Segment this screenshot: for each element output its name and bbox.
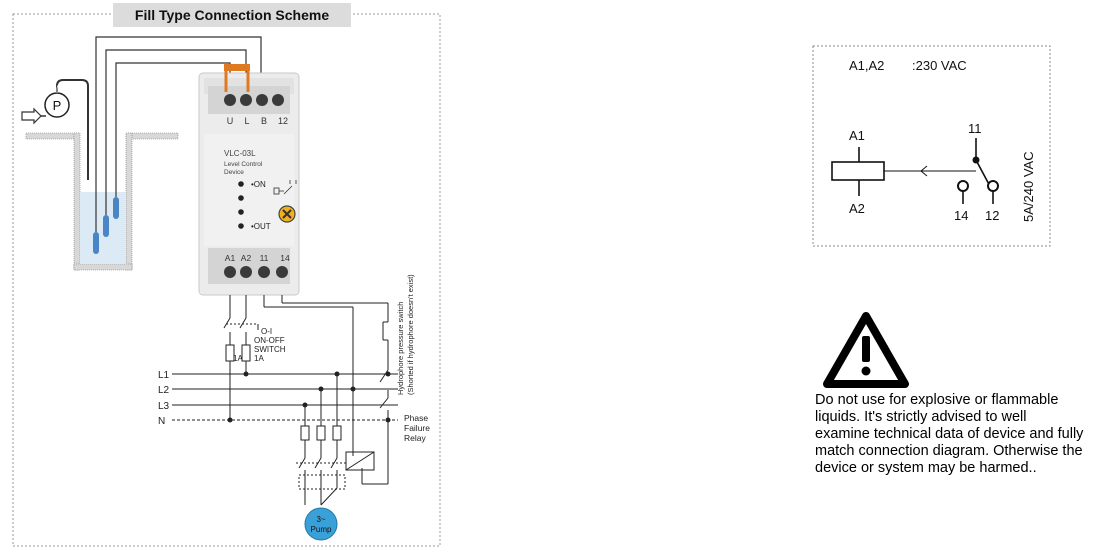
device-name-line1: Level Control [224, 161, 263, 168]
level-control-device [198, 64, 300, 296]
svg-text:3~: 3~ [316, 515, 325, 524]
device-wiring [223, 295, 389, 485]
warning-text: Do not use for explosive or flammable li… [815, 392, 1084, 476]
out-led-label: •OUT [251, 222, 271, 231]
water-tank [25, 132, 179, 271]
svg-text:A2: A2 [241, 253, 252, 263]
svg-text:SWITCH: SWITCH [254, 345, 286, 354]
svg-text:U: U [227, 116, 234, 126]
contact-diagram-frame [812, 45, 1051, 247]
terminal-jumper [224, 64, 250, 71]
phase-relay-label-line1: Phase [404, 413, 428, 423]
svg-text:1A: 1A [254, 354, 264, 363]
svg-text:O-I: O-I [261, 327, 272, 336]
svg-text:ON-OFF: ON-OFF [254, 336, 285, 345]
switch-labels: O-I ON-OFF SWITCH 1A [254, 327, 286, 363]
level-probes [93, 197, 119, 254]
contact-12-label: 12 [985, 208, 999, 223]
coil-a1-label: A1 [849, 128, 865, 143]
device-model: VLC-03L [224, 149, 256, 158]
svg-text:11: 11 [260, 253, 269, 263]
svg-text:Pump: Pump [311, 525, 332, 534]
top-terminal-screws [224, 94, 284, 106]
contact-14-label: 14 [954, 208, 968, 223]
pressure-switch [379, 321, 389, 418]
pump-symbol: P [21, 79, 89, 180]
top-terminal-labels: U L B 12 [227, 116, 288, 126]
svg-text:L1: L1 [158, 370, 170, 381]
pump-motor: 3~ Pump [304, 507, 338, 541]
phase-relay-label-line3: Relay [404, 433, 426, 443]
scheme-title-box [113, 3, 351, 27]
bottom-terminal-labels: A1 A2 11 14 [225, 253, 290, 263]
svg-text:B: B [261, 116, 267, 126]
svg-text:L: L [244, 116, 249, 126]
svg-text:P: P [53, 98, 62, 113]
phase-relay-label-line2: Failure [404, 423, 430, 433]
scheme-title: Fill Type Connection Scheme [135, 7, 329, 23]
relay-symbol-icon [273, 180, 297, 195]
fuse-label: 1A [233, 354, 243, 363]
pump-contactor [296, 374, 375, 506]
pressure-switch-label-line2: (Shorted if hydrophore doesn't exist) [406, 274, 415, 395]
relay-coil [831, 147, 976, 196]
contact-rating: 5A/240 VAC [1021, 151, 1036, 222]
supply-value: :230 VAC [912, 58, 967, 73]
bottom-terminal-screws [224, 266, 288, 278]
svg-text:12: 12 [278, 116, 288, 126]
svg-text:L3: L3 [158, 401, 170, 412]
adjust-knob-icon [278, 205, 296, 223]
device-name-line2: Device [224, 169, 244, 176]
svg-text:14: 14 [280, 253, 290, 263]
warning-icon [823, 312, 909, 388]
contact-11-label: 11 [968, 121, 982, 136]
supply-label: A1,A2 [849, 58, 884, 73]
on-led-label: •ON [251, 180, 266, 189]
status-leds [238, 181, 244, 229]
pressure-switch-label-line1: Hydrophore pressure switch [396, 302, 405, 395]
coil-a2-label: A2 [849, 201, 865, 216]
svg-text:N: N [158, 416, 165, 427]
svg-text:L2: L2 [158, 385, 170, 396]
svg-text:A1: A1 [225, 253, 236, 263]
relay-contacts [957, 138, 999, 204]
line-labels: L1 L2 L3 N [158, 370, 170, 427]
junction-dots [227, 371, 391, 423]
supply-lines [172, 373, 398, 421]
